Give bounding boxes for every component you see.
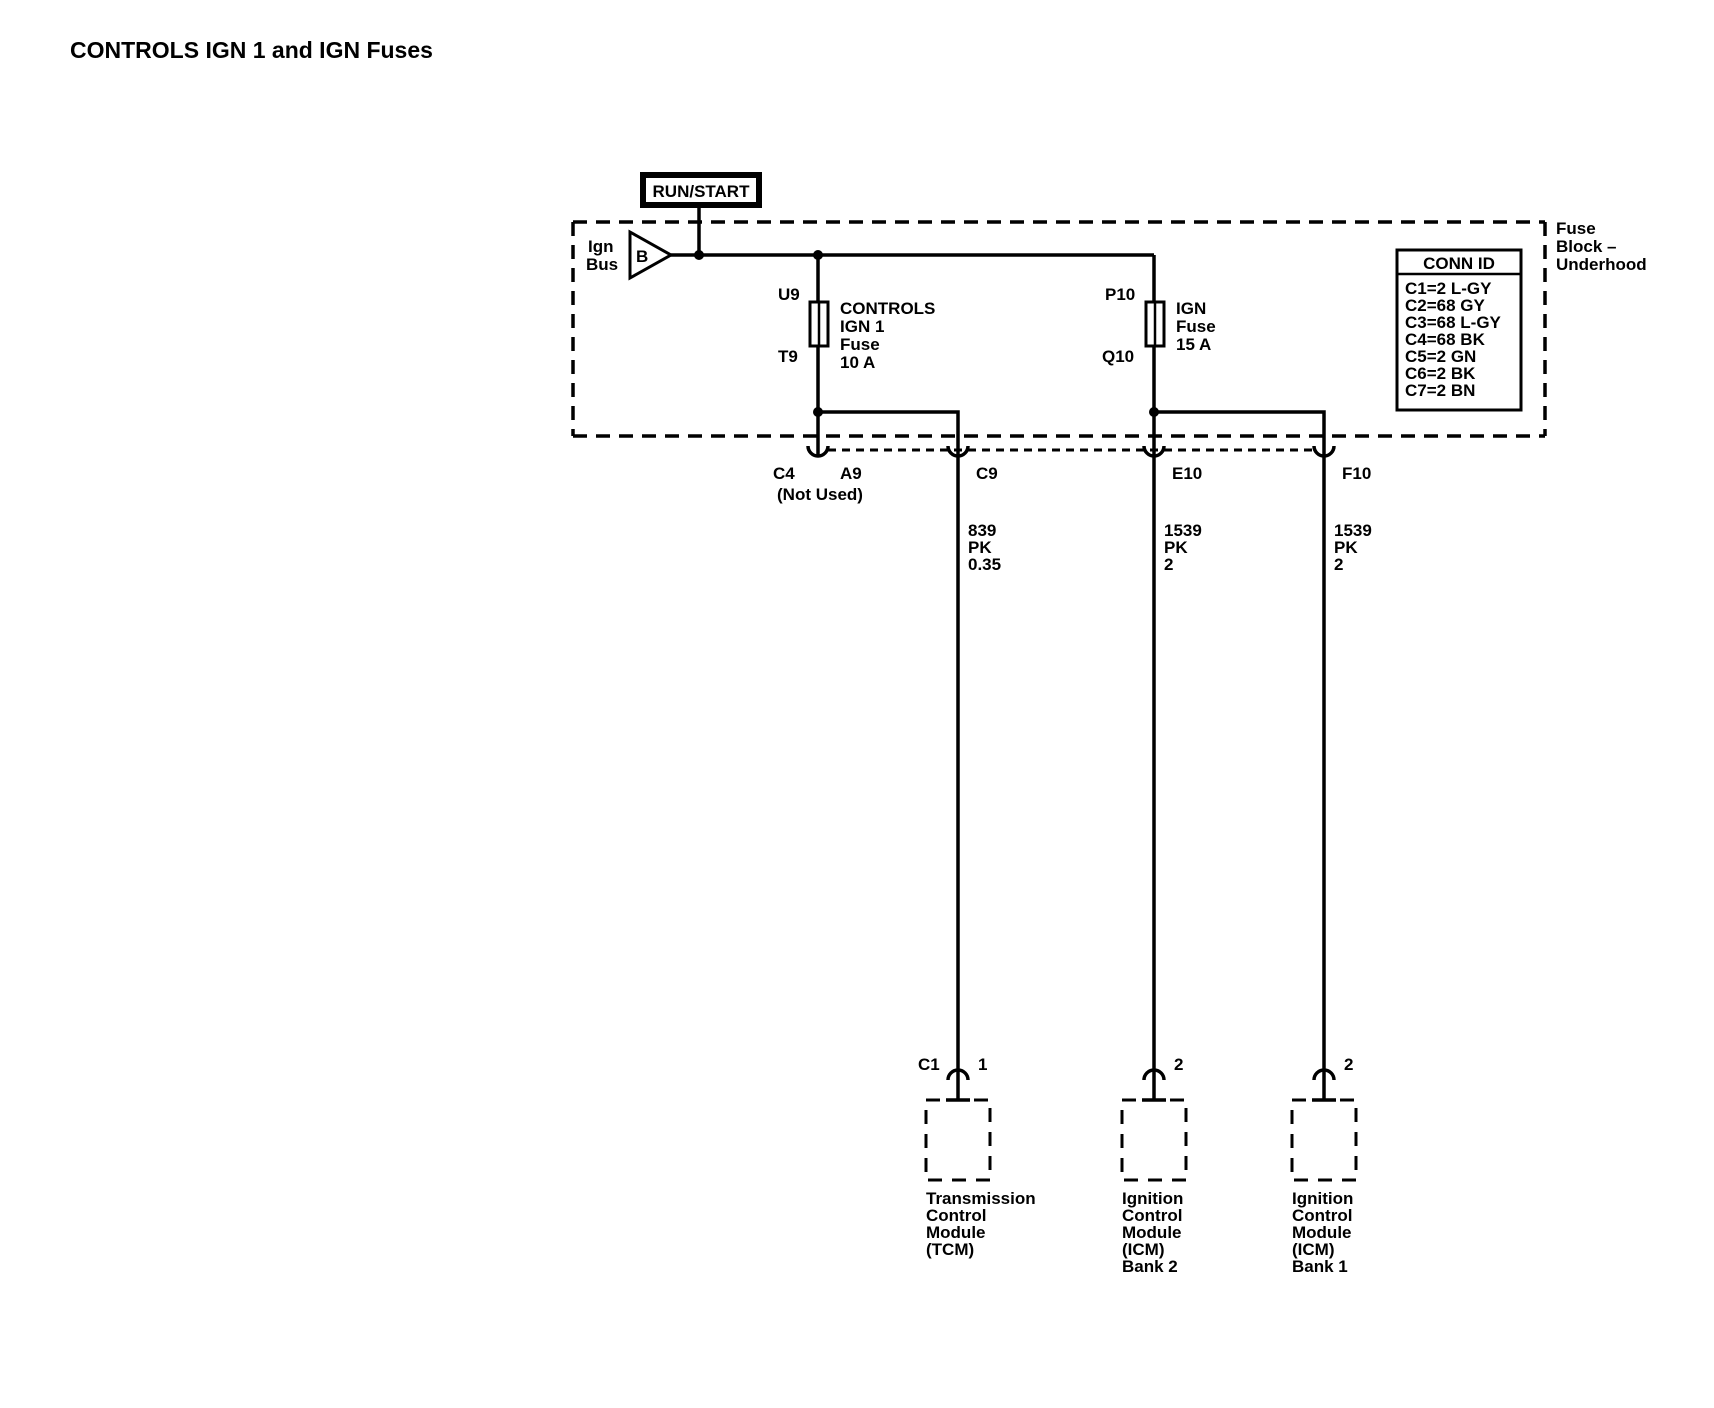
e10-pin: E10 <box>1172 464 1202 483</box>
c4-label: C4 <box>773 464 795 483</box>
a9-note: (Not Used) <box>777 485 863 504</box>
wire3-color: PK <box>1334 538 1358 557</box>
fuse2-label-3: 15 A <box>1176 335 1211 354</box>
fuse1-top-pin: U9 <box>778 285 800 304</box>
terminal-cup-icon <box>1142 442 1166 458</box>
icm-bank1-module-box <box>1290 1098 1358 1182</box>
run-start-label: RUN/START <box>653 182 751 201</box>
wire3-gauge: 2 <box>1334 555 1343 574</box>
conn-id-header: CONN ID <box>1423 254 1495 273</box>
conn-id-row: C3=68 L-GY <box>1405 313 1502 332</box>
run-start-inner <box>646 178 756 202</box>
module1-pin: 1 <box>978 1055 987 1074</box>
icm-bank2-module-box <box>1120 1098 1188 1182</box>
wire1-gauge: 0.35 <box>968 555 1001 574</box>
module-terminal-icon <box>946 1068 970 1102</box>
fuse1-label-3: Fuse <box>840 335 880 354</box>
module3-name-4: (ICM) <box>1292 1240 1334 1259</box>
fuse1-label-1: CONTROLS <box>840 299 935 318</box>
fuse1-label-2: IGN 1 <box>840 317 884 336</box>
fuse2-bottom-pin: Q10 <box>1102 347 1134 366</box>
fuse-block-label-3: Underhood <box>1556 255 1647 274</box>
wire3-circuit: 1539 <box>1334 521 1372 540</box>
terminal-cup-icon <box>1312 442 1336 458</box>
module1-name-2: Control <box>926 1206 986 1225</box>
module2-pin: 2 <box>1174 1055 1183 1074</box>
module1-name-4: (TCM) <box>926 1240 974 1259</box>
module1-name-1: Transmission <box>926 1189 1036 1208</box>
fuse1-bottom-pin: T9 <box>778 347 798 366</box>
wire1-circuit: 839 <box>968 521 996 540</box>
fuse2-label-1: IGN <box>1176 299 1206 318</box>
c9-pin: C9 <box>976 464 998 483</box>
ign-bus-label-1: Ign <box>588 237 614 256</box>
conn-id-table <box>1395 248 1523 412</box>
module-terminal-icon <box>1312 1068 1336 1102</box>
module2-name-5: Bank 2 <box>1122 1257 1178 1276</box>
terminal-cup-icon <box>946 442 970 458</box>
module3-name-1: Ignition <box>1292 1189 1353 1208</box>
module3-name-5: Bank 1 <box>1292 1257 1348 1276</box>
wire2-gauge: 2 <box>1164 555 1173 574</box>
module2-name-4: (ICM) <box>1122 1240 1164 1259</box>
splice-dot <box>694 250 704 260</box>
f10-pin: F10 <box>1342 464 1371 483</box>
tcm-module-box <box>924 1098 992 1182</box>
conn-id-row: C7=2 BN <box>1405 381 1475 400</box>
fuse-block-boundary <box>571 220 1547 438</box>
module2-name-2: Control <box>1122 1206 1182 1225</box>
wire2-color: PK <box>1164 538 1188 557</box>
terminal-cup-icon <box>806 442 830 458</box>
bus-triangle-icon <box>628 229 675 281</box>
fuse-block-label-1: Fuse <box>1556 219 1596 238</box>
module3-pin: 2 <box>1344 1055 1353 1074</box>
module1-connector: C1 <box>918 1055 940 1074</box>
module-terminal-icon <box>1142 1068 1166 1102</box>
fuse2-top-pin: P10 <box>1105 285 1135 304</box>
module3-name-2: Control <box>1292 1206 1352 1225</box>
module1-name-3: Module <box>926 1223 986 1242</box>
wire1-color: PK <box>968 538 992 557</box>
fuse1-c9-wire <box>818 410 960 442</box>
ign-bus-label-2: Bus <box>586 255 618 274</box>
conn-id-row: C4=68 BK <box>1405 330 1486 349</box>
conn-id-row: C2=68 GY <box>1405 296 1486 315</box>
bus-symbol: B <box>636 247 648 266</box>
module3-name-3: Module <box>1292 1223 1352 1242</box>
page-title: CONTROLS IGN 1 and IGN Fuses <box>70 37 433 63</box>
conn-id-row: C1=2 L-GY <box>1405 279 1492 298</box>
conn-id-row: C6=2 BK <box>1405 364 1476 383</box>
fuse2-f10-wire <box>1154 410 1326 442</box>
fuse-block-label-2: Block – <box>1556 237 1616 256</box>
fuse2-label-2: Fuse <box>1176 317 1216 336</box>
a9-pin: A9 <box>840 464 862 483</box>
module2-name-3: Module <box>1122 1223 1182 1242</box>
fuse1-label-4: 10 A <box>840 353 875 372</box>
conn-id-row: C5=2 GN <box>1405 347 1476 366</box>
module2-name-1: Ignition <box>1122 1189 1183 1208</box>
wire2-circuit: 1539 <box>1164 521 1202 540</box>
